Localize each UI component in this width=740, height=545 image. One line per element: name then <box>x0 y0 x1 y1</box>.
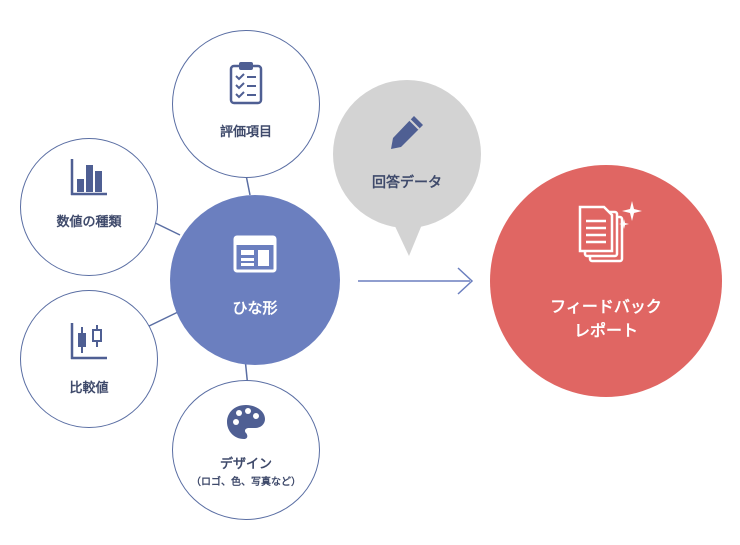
node-compare: 比較値 <box>20 290 158 428</box>
node-eval: 評価項目 <box>172 30 320 178</box>
layout-template-icon <box>233 235 277 273</box>
node-design: デザイン （ロゴ、色、写真など） <box>172 380 320 520</box>
report-label-line1: フィードバック <box>550 297 662 316</box>
node-center: ひな形 <box>170 195 340 365</box>
design-label: デザイン <box>219 457 272 472</box>
documents-sparkle-icon <box>578 201 642 263</box>
flow-arrow-head <box>457 267 474 295</box>
bubble-tail <box>393 222 423 256</box>
palette-icon <box>227 405 265 439</box>
node-report: フィードバック レポート <box>490 165 722 397</box>
answer-label: 回答データ <box>372 175 442 191</box>
candlestick-icon <box>70 323 107 360</box>
clipboard-checklist-icon <box>229 62 263 105</box>
link-compare <box>144 311 179 329</box>
bar-chart-icon <box>70 159 107 196</box>
design-sublabel: （ロゴ、色、写真など） <box>191 477 301 488</box>
node-numtype: 数値の種類 <box>20 138 158 276</box>
node-answer: 回答データ <box>333 80 481 228</box>
center-label: ひな形 <box>232 299 278 317</box>
compare-label: 比較値 <box>69 381 109 396</box>
pencil-icon <box>391 116 423 149</box>
eval-label: 評価項目 <box>219 125 272 140</box>
report-label-line2: レポート <box>573 321 638 340</box>
numtype-label: 数値の種類 <box>56 215 122 230</box>
